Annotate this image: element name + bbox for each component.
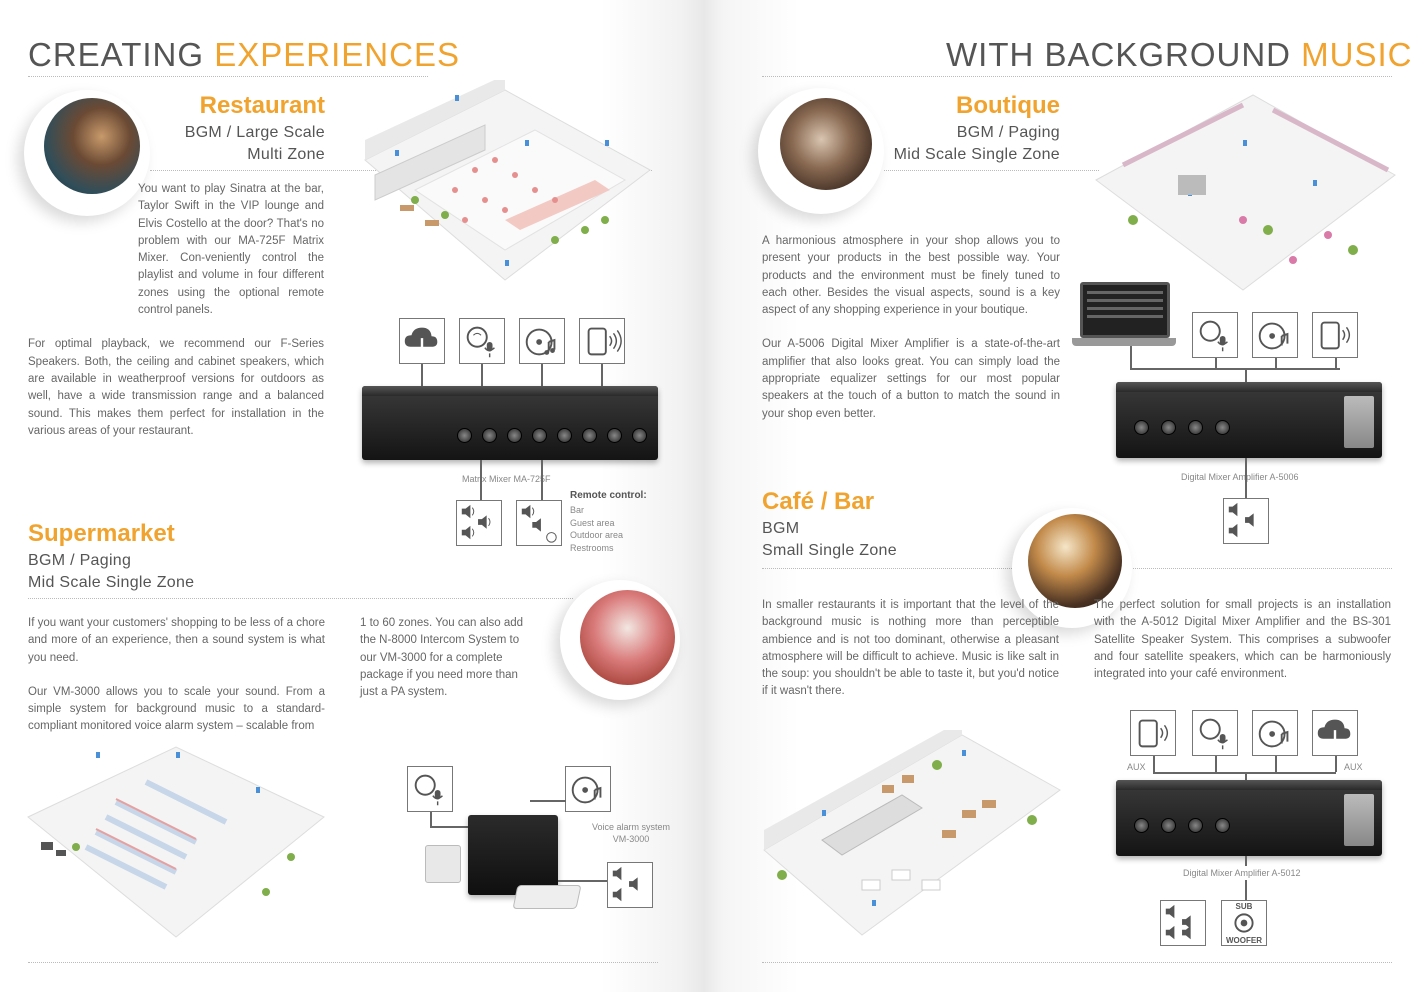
cafe-photo-frame bbox=[1012, 508, 1132, 628]
heading-accent: EXPERIENCES bbox=[214, 36, 460, 73]
speaker-group-icon bbox=[1160, 900, 1206, 946]
supermarket-sub1: BGM / Paging bbox=[28, 552, 132, 569]
cloud-download-icon bbox=[399, 318, 445, 364]
supermarket-title: Supermarket bbox=[28, 520, 175, 547]
restaurant-floorplan-illustration bbox=[364, 80, 651, 281]
left-footer-rule bbox=[28, 962, 658, 963]
supermarket-col2: 1 to 60 zones. You can also add the N-80… bbox=[360, 617, 524, 699]
restaurant-sub2: Multi Zone bbox=[247, 146, 325, 163]
supermarket-photo-frame bbox=[560, 580, 680, 700]
a5006-caption: Digital Mixer Amplifier A-5006 bbox=[1181, 472, 1299, 482]
speaker-group-icon bbox=[1223, 498, 1269, 544]
boutique-photo bbox=[780, 98, 872, 190]
heading-accent: MUSIC bbox=[1301, 36, 1413, 73]
cafe-col1: In smaller restaurants it is important t… bbox=[762, 599, 1059, 698]
voice-mic-icon bbox=[1192, 710, 1238, 756]
remote-list: Bar Guest area Outdoor area Restrooms bbox=[570, 504, 623, 554]
left-heading: CREATING EXPERIENCES bbox=[28, 36, 460, 74]
boutique-para2: Our A-5006 Digital Mixer Amplifier is a … bbox=[762, 338, 1060, 420]
vm3000-caption1: Voice alarm system bbox=[591, 822, 671, 832]
restaurant-para1: You want to play Sinatra at the bar, Tay… bbox=[138, 183, 324, 317]
cafe-title: Café / Bar bbox=[762, 488, 875, 515]
heading-plain: WITH BACKGROUND bbox=[946, 36, 1302, 73]
supermarket-col1: If you want your customers' shopping to … bbox=[28, 615, 325, 753]
restaurant-title: Restaurant bbox=[199, 92, 325, 119]
boutique-para1: A harmonious atmosphere in your shop all… bbox=[762, 235, 1060, 317]
subwoofer-label-bottom: WOOFER bbox=[1226, 936, 1262, 945]
cafe-sub2: Small Single Zone bbox=[762, 542, 897, 559]
tablet-wireless-icon bbox=[1130, 710, 1176, 756]
cd-music-icon bbox=[1252, 710, 1298, 756]
cafe-photo bbox=[1028, 514, 1122, 608]
restaurant-photo bbox=[44, 98, 140, 194]
boutique-sub2: Mid Scale Single Zone bbox=[893, 146, 1060, 163]
mixer-amplifier-a5006 bbox=[1116, 382, 1382, 458]
a5012-caption: Digital Mixer Amplifier A-5012 bbox=[1183, 868, 1301, 878]
heading-plain: CREATING bbox=[28, 36, 215, 73]
heading-rule bbox=[28, 76, 428, 77]
supermarket-para2: Our VM-3000 allows you to scale your sou… bbox=[28, 685, 325, 733]
matrix-mixer-ma725f bbox=[362, 386, 658, 460]
supermarket-photo bbox=[580, 590, 675, 685]
aux-left-label: AUX bbox=[1127, 762, 1146, 772]
cafe-col2: The perfect solution for small projects … bbox=[1094, 599, 1391, 681]
restaurant-photo-frame bbox=[24, 90, 150, 216]
restaurant-sub1: BGM / Large Scale bbox=[184, 124, 325, 141]
boutique-sub1: BGM / Paging bbox=[956, 124, 1060, 141]
ma725f-caption: Matrix Mixer MA-725F bbox=[462, 474, 551, 484]
boutique-rule bbox=[884, 170, 1099, 171]
tablet-wireless-icon bbox=[579, 318, 625, 364]
subwoofer-icon bbox=[1221, 900, 1267, 946]
right-heading: WITH BACKGROUND MUSIC bbox=[946, 36, 1413, 74]
remote-item: Guest area bbox=[570, 517, 615, 528]
voice-mic-icon bbox=[407, 766, 453, 812]
voice-mic-icon bbox=[1192, 312, 1238, 358]
right-footer-rule bbox=[762, 962, 1392, 963]
speaker-group-icon bbox=[456, 500, 502, 546]
cd-music-icon bbox=[565, 766, 611, 812]
remote-item: Restrooms bbox=[570, 542, 614, 553]
restaurant-para2: For optimal playback, we recommend our F… bbox=[28, 338, 324, 437]
vm3000-caption2: VM-3000 bbox=[612, 834, 650, 844]
remote-speaker-icon bbox=[516, 500, 562, 546]
boutique-title: Boutique bbox=[956, 92, 1060, 119]
speaker-group-icon bbox=[607, 862, 653, 908]
boutique-body: A harmonious atmosphere in your shop all… bbox=[762, 233, 1060, 440]
remote-item: Bar bbox=[570, 505, 585, 515]
cafe-floorplan-illustration bbox=[763, 730, 1061, 936]
voice-mic-icon bbox=[459, 318, 505, 364]
cafe-sub1: BGM bbox=[762, 520, 800, 537]
supermarket-sub2: Mid Scale Single Zone bbox=[28, 574, 195, 591]
supermarket-para1: If you want your customers' shopping to … bbox=[28, 617, 325, 664]
supermarket-rule bbox=[28, 598, 573, 599]
mixer-amplifier-a5012 bbox=[1116, 780, 1382, 856]
supermarket-floorplan-illustration bbox=[27, 746, 325, 938]
restaurant-body: You want to play Sinatra at the bar, Tay… bbox=[28, 181, 324, 457]
boutique-floorplan-illustration bbox=[1095, 94, 1396, 291]
subwoofer-label-top: SUB bbox=[1235, 902, 1253, 911]
laptop-screen bbox=[1080, 282, 1170, 338]
cloud-download-icon bbox=[1312, 710, 1358, 756]
aux-right-label: AUX bbox=[1344, 762, 1363, 772]
remote-title: Remote control: bbox=[570, 490, 647, 501]
boutique-photo-frame bbox=[758, 88, 884, 214]
laptop-base bbox=[1072, 338, 1176, 346]
cd-music-icon bbox=[519, 318, 565, 364]
intercom-station bbox=[425, 845, 461, 883]
vm3000-rack bbox=[468, 815, 558, 895]
remote-item: Outdoor area bbox=[570, 530, 624, 540]
paging-console bbox=[512, 885, 582, 909]
cd-music-icon bbox=[1252, 312, 1298, 358]
tablet-wireless-icon bbox=[1312, 312, 1358, 358]
right-heading-rule bbox=[762, 76, 1392, 77]
